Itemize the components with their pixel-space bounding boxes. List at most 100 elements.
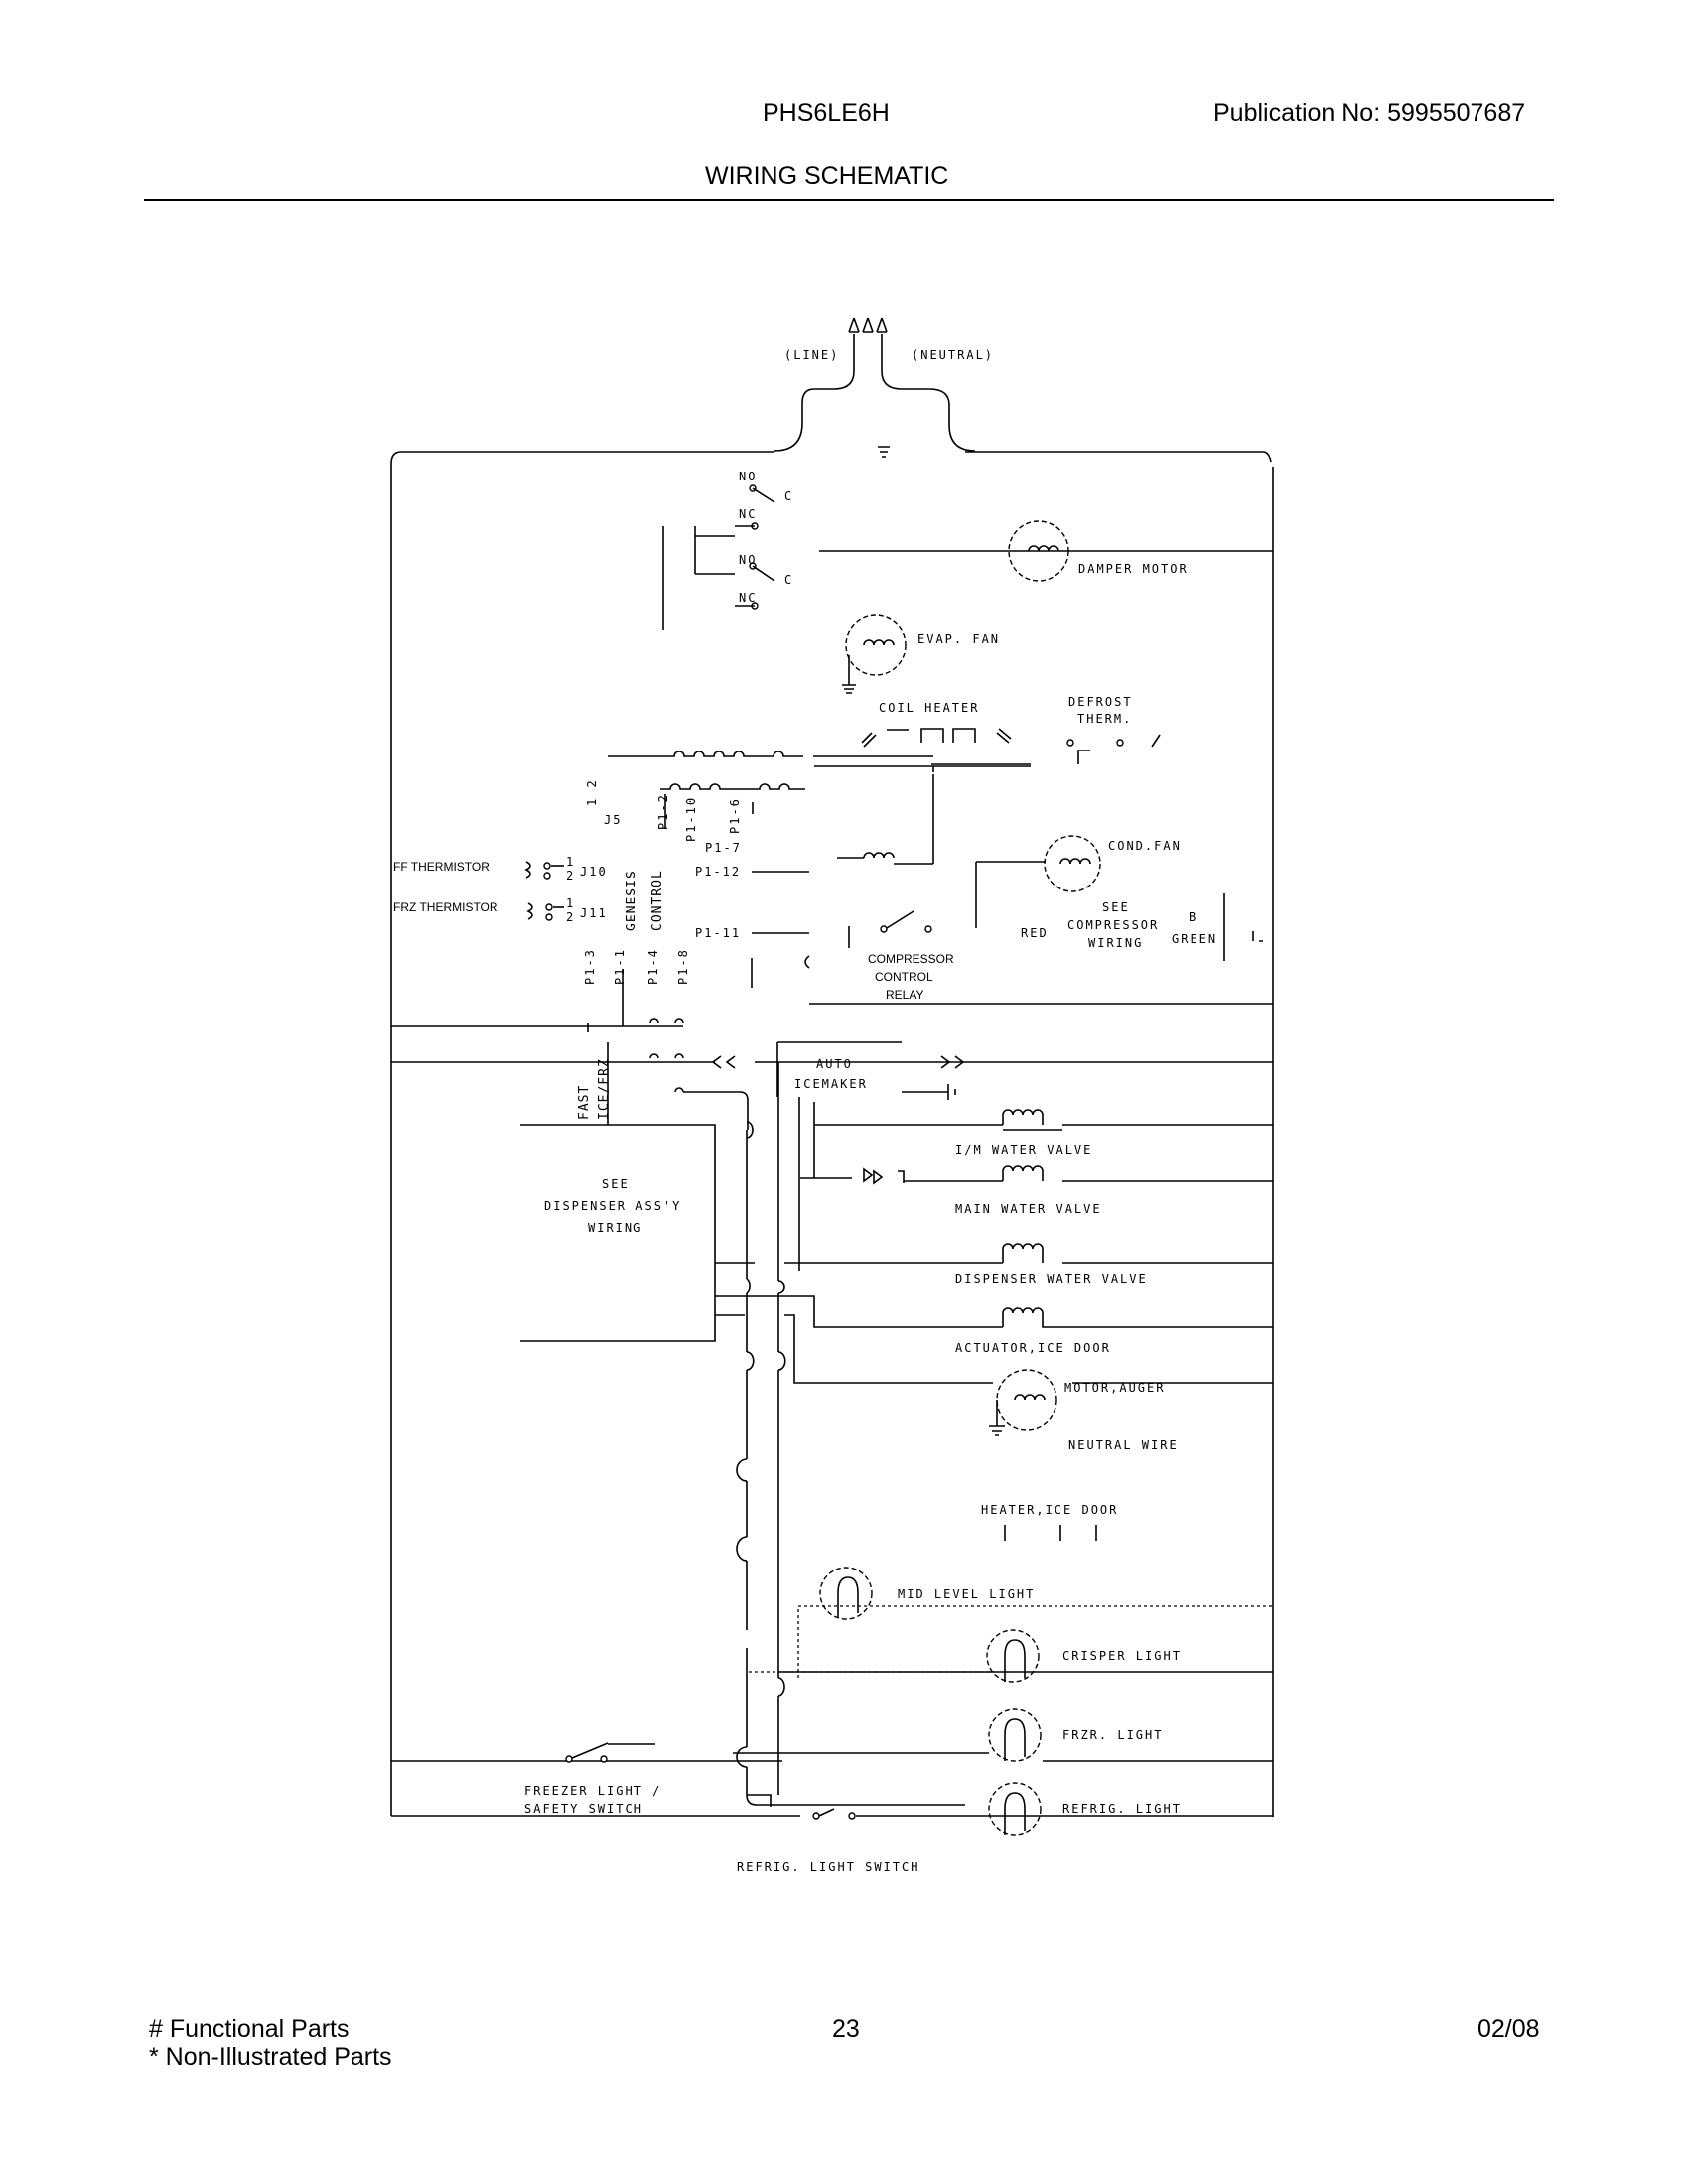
refrig-light-label: REFRIG. LIGHT xyxy=(1062,1802,1182,1816)
actuator-wire xyxy=(715,1295,1273,1328)
main-water-valve-label: MAIN WATER VALVE xyxy=(955,1202,1102,1216)
neutral-wire-label: NEUTRAL WIRE xyxy=(1068,1438,1179,1452)
control-label: CONTROL xyxy=(650,870,665,931)
mid-level-light-icon xyxy=(819,1567,873,1620)
im-water-valve-icon xyxy=(1002,1109,1062,1131)
see-compressor-label-1: SEE xyxy=(1102,900,1130,914)
green-label: GREEN xyxy=(1172,932,1217,946)
dispenser-box xyxy=(520,1124,716,1342)
mid-level-light-label: MID LEVEL LIGHT xyxy=(898,1587,1035,1601)
mid-light-wire xyxy=(797,1605,1273,1678)
p1-6-label: P1-6 xyxy=(728,797,742,834)
main-valve-switch-icon xyxy=(863,1167,905,1185)
auto-icemaker-label-2: ICEMAKER xyxy=(794,1077,868,1091)
right-rail-top xyxy=(965,451,1274,1817)
compressor-relay-label-1: COMPRESSOR xyxy=(868,952,954,966)
dispenser-label-2: DISPENSER ASS'Y xyxy=(544,1199,681,1213)
model-number: PHS6LE6H xyxy=(763,99,890,127)
neutral-label: (NEUTRAL) xyxy=(912,348,994,362)
im-water-valve-label: I/M WATER VALVE xyxy=(955,1143,1092,1157)
freezer-switch-label-1: FREEZER LIGHT / xyxy=(524,1784,661,1798)
heater-ice-door-icon xyxy=(1004,1525,1097,1541)
page-number: 23 xyxy=(832,2015,860,2043)
rail-connectors xyxy=(587,1018,965,1093)
p1-2-label: P1-2 xyxy=(656,793,670,830)
frzr-light-label: FRZR. LIGHT xyxy=(1062,1728,1163,1742)
dispenser-water-valve-icon xyxy=(1002,1243,1044,1263)
control-bus xyxy=(608,751,1031,865)
refrig-light-wire xyxy=(746,1794,965,1807)
freezer-switch-label-2: SAFETY SWITCH xyxy=(524,1802,643,1816)
cond-fan-label: COND.FAN xyxy=(1108,839,1182,853)
red-label: RED xyxy=(1021,926,1049,940)
compressor-relay-icon xyxy=(751,910,932,988)
crisper-light-icon xyxy=(986,1629,1040,1683)
functional-parts-note: # Functional Parts xyxy=(149,2015,350,2043)
p1-1-label: P1-1 xyxy=(613,948,627,985)
see-compressor-label-3: WIRING xyxy=(1088,936,1143,950)
frz-thermistor-label: FRZ THERMISTOR xyxy=(393,900,498,914)
non-illustrated-note: * Non-Illustrated Parts xyxy=(149,2043,392,2071)
publication-info: Publication No: 5995507687 xyxy=(1213,99,1525,128)
header-rule xyxy=(144,199,1554,201)
damper-switch xyxy=(662,484,775,630)
evap-fan-icon xyxy=(842,614,907,694)
publication-number: 5995507687 xyxy=(1387,99,1526,127)
heater-ice-door-label: HEATER,ICE DOOR xyxy=(981,1503,1118,1517)
power-plug-icon xyxy=(848,317,888,351)
cond-fan-icon xyxy=(1044,835,1101,892)
defrost-therm-label-2: THERM. xyxy=(1077,712,1132,726)
p1-11-label: P1-11 xyxy=(695,926,741,940)
ff-pin-1: 1 xyxy=(566,855,575,869)
damper-motor-icon xyxy=(1008,520,1069,582)
actuator-ice-door-label: ACTUATOR,ICE DOOR xyxy=(955,1341,1111,1355)
fast-ice-label-1: FAST xyxy=(577,1085,592,1120)
genesis-label: GENESIS xyxy=(625,870,639,931)
p1-7-label: P1-7 xyxy=(705,841,742,855)
no-label-2: NO xyxy=(739,553,757,567)
ff-pin-2: 2 xyxy=(566,869,575,883)
actuator-wire-2 xyxy=(715,1314,1273,1384)
auto-icemaker-label-1: AUTO xyxy=(816,1057,853,1071)
page-title: WIRING SCHEMATIC xyxy=(705,162,949,190)
icemaker-ground xyxy=(902,1084,956,1100)
see-compressor-label-2: COMPRESSOR xyxy=(1067,918,1159,932)
b-label: B xyxy=(1189,910,1197,924)
no-label-1: NO xyxy=(739,470,757,483)
ground-symbol xyxy=(878,446,890,458)
refrig-light-switch-label: REFRIG. LIGHT SWITCH xyxy=(737,1860,920,1874)
main-water-valve-icon xyxy=(1002,1165,1044,1181)
j10-label: J10 xyxy=(580,865,608,879)
main-valve-wire xyxy=(800,1177,1273,1182)
dispenser-water-valve-label: DISPENSER WATER VALVE xyxy=(955,1272,1148,1286)
compressor-ground xyxy=(1252,931,1263,942)
compressor-relay-label-3: RELAY xyxy=(886,988,923,1002)
compressor-relay-label-2: CONTROL xyxy=(875,970,933,984)
actuator-ice-door-icon xyxy=(1002,1307,1062,1328)
refrig-light-switch-icon xyxy=(812,1808,856,1820)
freezer-safety-switch-icon xyxy=(565,1742,655,1763)
c-label-2: C xyxy=(784,573,793,587)
crisper-light-label: CRISPER LIGHT xyxy=(1062,1649,1182,1663)
dispenser-label-1: SEE xyxy=(602,1177,630,1191)
defrost-therm-label-1: DEFROST xyxy=(1068,695,1133,709)
c-label-1: C xyxy=(784,489,793,503)
motor-auger-icon xyxy=(989,1369,1057,1436)
p1-10-label: P1-10 xyxy=(684,796,698,842)
fast-ice-label-2: ICE/FRZ xyxy=(597,1058,612,1120)
damper-motor-label: DAMPER MOTOR xyxy=(1078,562,1189,576)
relay-coil xyxy=(863,852,895,859)
coil-heater-icon xyxy=(861,728,1012,748)
j5-label: J5 xyxy=(604,813,622,827)
line-feed-wire xyxy=(774,351,855,452)
dispenser-label-3: WIRING xyxy=(588,1221,642,1235)
neutral-feed-wire xyxy=(881,351,976,452)
trunk-wires xyxy=(685,1062,815,1795)
defrost-therm-icon xyxy=(1066,734,1161,764)
nc-label-2: NC xyxy=(739,591,757,605)
p1-8-label: P1-8 xyxy=(676,948,690,985)
motor-auger-label: MOTOR,AUGER xyxy=(1064,1381,1165,1395)
frzr-light-icon xyxy=(988,1708,1042,1762)
frzr-light-wire xyxy=(391,1752,1273,1762)
